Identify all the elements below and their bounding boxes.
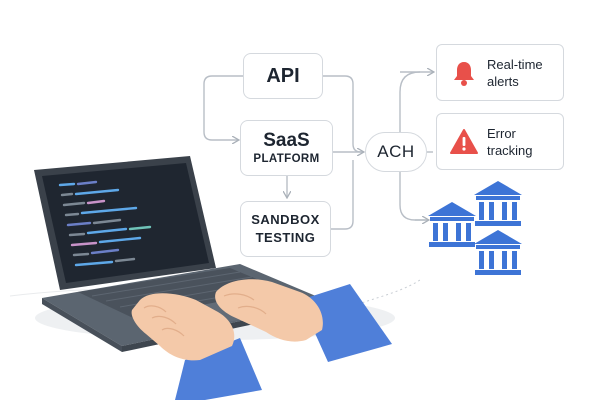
connector-alerts-bracket: [399, 71, 428, 221]
left-hand: [131, 293, 235, 361]
bank-group: [428, 181, 522, 275]
realtime-label: Real-time: [487, 56, 543, 72]
api-node: API: [243, 53, 323, 99]
saas-platform-node: SaaS PLATFORM: [240, 120, 333, 176]
tracking-label: tracking: [487, 142, 533, 158]
warning-icon: [450, 128, 478, 154]
connector-api-to-saas: [203, 75, 243, 140]
ach-label: ACH: [377, 142, 415, 161]
platform-label: PLATFORM: [253, 152, 320, 165]
bank-icon: [474, 230, 522, 275]
sandbox-label: SANDBOX: [251, 212, 320, 227]
testing-label: TESTING: [255, 230, 316, 245]
laptop-screen: [42, 163, 209, 283]
bell-icon: [454, 61, 474, 86]
code-lines: [58, 180, 152, 267]
error-tracking-card: Error tracking: [436, 113, 564, 170]
right-sleeve: [300, 284, 392, 362]
ach-node: ACH: [365, 132, 427, 172]
connector-sandbox-to-ach: [331, 160, 354, 230]
alerts-label: alerts: [487, 73, 519, 89]
hands: [131, 279, 392, 400]
realtime-alerts-card: Real-time alerts: [436, 44, 564, 101]
api-label: API: [266, 64, 300, 87]
bank-icon: [474, 181, 522, 226]
bank-icon: [428, 202, 476, 247]
left-sleeve: [175, 338, 262, 400]
saas-label: SaaS: [263, 129, 310, 151]
sandbox-testing-node: SANDBOX TESTING: [240, 201, 331, 257]
error-label: Error: [487, 125, 516, 141]
